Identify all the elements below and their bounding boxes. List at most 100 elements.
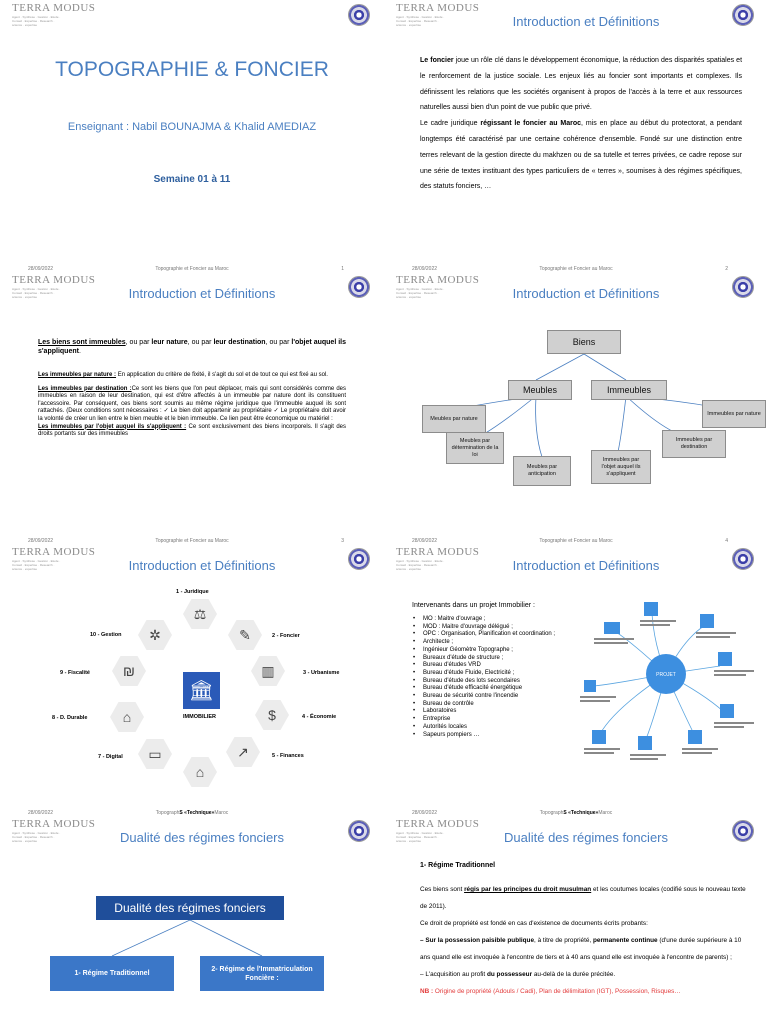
university-seal-icon [732, 276, 754, 298]
teachers: Enseignant : Nabil BOUNAJMA & Khalid AME… [67, 121, 317, 133]
node-meubles-par-nature: Meubles par nature [422, 405, 486, 433]
terra-modus-logo: TERRA MODUS [12, 2, 96, 14]
bold-dash: – Sur la [420, 937, 445, 944]
text: – L'acquisition au profit [420, 971, 487, 978]
nb-text: Origine de propriété (Adouls / Cadi), Pl… [434, 988, 681, 995]
footer-course: Topographie et Foncier au Maroc [539, 538, 613, 544]
footer-page: 4 [725, 538, 728, 544]
text: , à titre de propriété, [534, 937, 593, 944]
caption-line [714, 670, 754, 672]
slide-3: TERRA MODUS Agent · Synthèse · Gestion ·… [0, 272, 384, 544]
economy-icon: $ [255, 700, 289, 730]
bold-term: leur nature [151, 339, 188, 346]
slide-title: Dualité des régimes fonciers [503, 830, 669, 845]
caption-line [630, 754, 666, 756]
slide-6: TERRA MODUS Agent · Synthèse · Gestion ·… [384, 544, 768, 816]
stakeholder-item: Bureau d'étude des lots secondaires [413, 678, 593, 686]
footer-course: Topographie et Foncier au Maroc [155, 538, 229, 544]
term-heading: Les immeubles par nature : [38, 372, 117, 378]
footer-page: 3 [341, 538, 344, 544]
topic-6: S «Technique» [179, 810, 215, 816]
intro-text: Intervenants dans un projet Immobilier : [412, 602, 535, 609]
caption-line [682, 752, 712, 754]
building-columns-icon: 🏛 [183, 672, 220, 709]
footer-date: 28/09/2022 [28, 538, 54, 544]
stakeholder-item: MO : Maitre d'ouvrage ; [413, 616, 593, 624]
university-seal-icon [732, 4, 754, 26]
stakeholder-item: Bureau d'étude efficacité énergétique [413, 685, 593, 693]
node-square [584, 680, 596, 692]
footer-date: 28/09/2022 [412, 810, 438, 816]
regime-traditionnel-box: 1- Régime Traditionnel [50, 956, 174, 991]
node-square [638, 736, 652, 750]
bold-term: possession paisible publique [444, 937, 535, 944]
bold-term: permanente continue [592, 937, 658, 944]
slide-1: TERRA MODUS Agent · Synthèse · Gestion ·… [0, 0, 384, 272]
caption-line [714, 674, 746, 676]
text: Maroc [214, 810, 229, 816]
text: Ce sont exclusivement des biens incorpor… [38, 423, 346, 438]
node-meubles: Meubles [508, 380, 572, 400]
slide-title: Introduction et Définitions [512, 14, 660, 29]
paragraph: Le cadre juridique régissant le foncier … [420, 116, 742, 195]
topic-9: 9 - Fiscalité [60, 670, 90, 676]
stakeholder-item: Bureau d'étude Fluide, Electricité ; [413, 670, 593, 678]
text: S «Technique» [563, 810, 599, 816]
nb-label: NB : [420, 988, 435, 995]
footer-date: 28/09/2022 [28, 810, 54, 816]
text: , ou par [125, 339, 152, 346]
logo-tagline: Agent · Synthèse · Gestion · Etude · Con… [396, 15, 445, 27]
term-heading: Les immeubles par destination : [38, 385, 132, 392]
gavel-icon: ⚖ [183, 599, 217, 629]
slide-title: Introduction et Définitions [128, 286, 276, 301]
stakeholder-item: MOD : Maitre d'ouvrage délégué ; [413, 624, 593, 632]
paragraph: Les immeubles par nature : En applicatio… [38, 372, 346, 380]
logo-tagline: Agent · Synthèse · Gestion · Etude · Con… [12, 287, 61, 299]
text: , mis en place au début du protectorat, … [420, 120, 742, 191]
slide-title: Dualité des régimes fonciers [119, 830, 285, 845]
text: Topograph [155, 810, 180, 816]
slide-title: Introduction et Définitions [128, 558, 276, 573]
section-heading: 1- Régime Traditionnel [420, 862, 496, 869]
underlined-term: Les biens sont immeubles [38, 339, 126, 346]
footer-date: 28/09/2022 [412, 538, 438, 544]
hub-label: PROJET [656, 672, 676, 678]
slide-title: Introduction et Définitions [512, 558, 660, 573]
text: (d'une durée supérieure à 10 ans quand e… [420, 937, 742, 961]
text: Maroc [598, 810, 613, 816]
connector [111, 919, 191, 957]
terra-modus-logo: TERRA MODUS [12, 818, 96, 830]
logo-tagline: Agent · Synthèse · Gestion · Etude · Con… [396, 287, 445, 299]
footer-date: 28/09/2022 [412, 266, 438, 272]
slide-body: Le foncier joue un rôle clé dans le déve… [420, 53, 742, 195]
caption-line [714, 726, 744, 728]
text: En application du critère de fixité, il … [116, 372, 328, 378]
node-square [720, 704, 734, 718]
stakeholder-item: Autorités locales [413, 724, 593, 732]
caption-line [640, 624, 670, 626]
course-title: TOPOGRAPHIE & FONCIER [55, 58, 329, 81]
university-seal-icon [348, 4, 370, 26]
text: au-delà de la durée précitée. [532, 971, 616, 978]
stakeholder-item: Architecte ; [413, 639, 593, 647]
caption-line [584, 752, 614, 754]
connector [483, 395, 537, 435]
node-square [592, 730, 606, 744]
finance-icon: ↗ [226, 737, 260, 767]
bold-term: Le foncier [420, 57, 454, 64]
node-meubles-par-loi: Meubles par détermination de la loi [446, 432, 504, 464]
node-square [718, 652, 732, 666]
slide-5: TERRA MODUS Agent · Synthèse · Gestion ·… [0, 544, 384, 816]
term-heading: Les immeubles par l'objet auquel ils s'a… [38, 423, 187, 430]
text: Topograph [539, 810, 564, 816]
node-square [688, 730, 702, 744]
logo-tagline: Agent · Synthèse · Gestion · Etude · Con… [396, 831, 445, 843]
footer-page: 1 [341, 266, 344, 272]
text: Ces biens sont [420, 886, 465, 893]
terra-modus-logo: TERRA MODUS [12, 546, 96, 558]
text: Ce sont les biens que l'on peut déplacer… [38, 385, 347, 422]
connector [535, 395, 543, 458]
topic-4: 4 - Économie [302, 714, 337, 720]
caption-line [682, 748, 718, 750]
